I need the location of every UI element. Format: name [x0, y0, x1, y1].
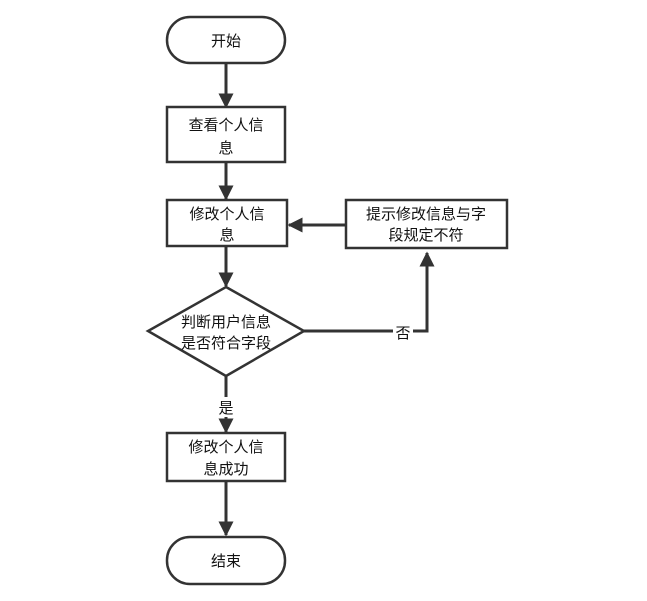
start-node: 开始: [165, 15, 287, 65]
edge-decision-prompt-no: [304, 251, 435, 333]
modify-info-label-line2: 息: [219, 226, 234, 244]
decision-node: 判断用户信息 是否符合字段: [145, 285, 307, 378]
success-label-line2: 息成功: [203, 460, 248, 478]
no-label: 否: [395, 324, 410, 342]
view-info-label-line2: 息: [218, 139, 233, 157]
prompt-node: 提示修改信息与字 段规定不符: [344, 198, 509, 250]
no-label-bg: [393, 322, 413, 342]
success-label-line1: 修改个人信: [188, 438, 263, 456]
decision-label-line1: 判断用户信息: [181, 313, 271, 331]
yes-label: 是: [218, 399, 233, 417]
view-info-node: 查看个人信 息: [165, 105, 287, 164]
yes-label-bg: [216, 397, 236, 417]
success-node: 修改个人信 息成功: [165, 431, 287, 483]
modify-info-label-line1: 修改个人信: [189, 205, 264, 223]
view-info-label-line1: 查看个人信: [188, 116, 263, 134]
end-node: 结束: [165, 535, 287, 586]
prompt-label-line2: 段规定不符: [388, 226, 463, 244]
modify-info-node: 修改个人信 息: [165, 198, 289, 248]
start-label: 开始: [211, 32, 241, 50]
prompt-label-line1: 提示修改信息与字: [366, 205, 486, 223]
end-label: 结束: [211, 552, 241, 570]
decision-label-line2: 是否符合字段: [181, 334, 271, 352]
